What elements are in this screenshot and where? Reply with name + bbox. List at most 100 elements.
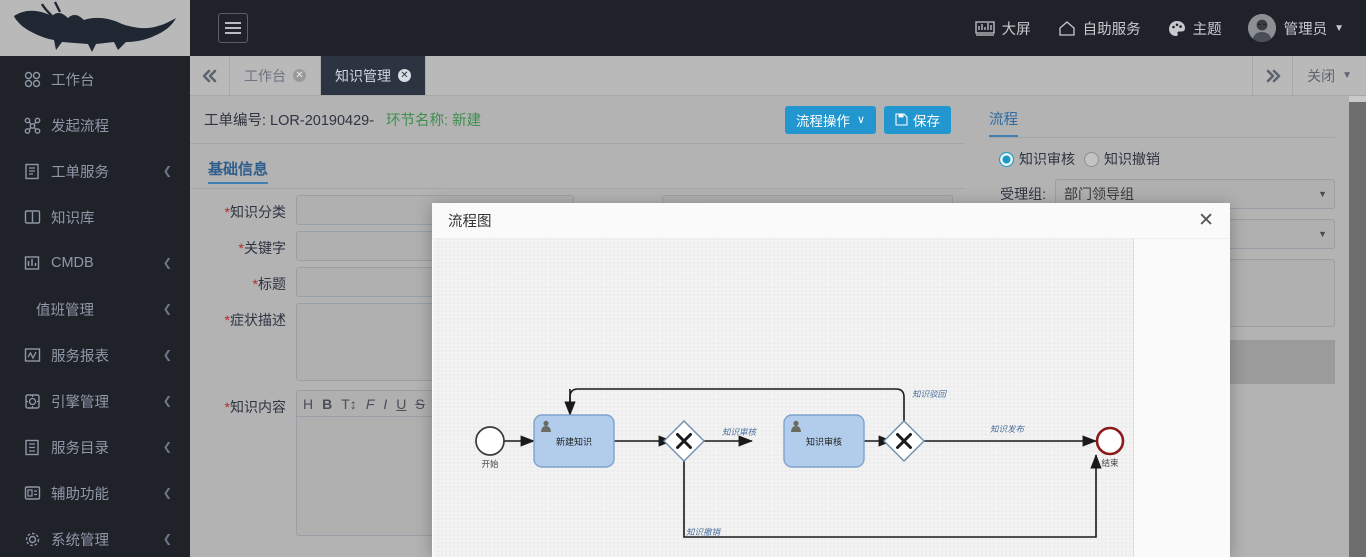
sidebar-item-7[interactable]: 服务报表❮ (0, 332, 190, 378)
tab-label: 工作台 (244, 67, 286, 84)
chevron-down-icon: ▼ (1342, 70, 1352, 81)
chevron-left-icon: ❮ (162, 165, 172, 178)
label-category: *知识分类 (224, 204, 286, 220)
editor-tool-3[interactable]: T↕ (341, 395, 357, 412)
tab-list: 工作台 ✕ 知识管理 ✕ (230, 56, 426, 95)
label-content: *知识内容 (224, 399, 286, 415)
sidebar-item-10[interactable]: 辅助功能❮ (0, 470, 190, 516)
grid-icon (22, 69, 42, 89)
editor-tool-6[interactable]: U (396, 395, 407, 412)
flow-node-start[interactable] (475, 426, 505, 456)
process-radio-group: 知识审核 知识撤销 (989, 138, 1335, 169)
book-icon (22, 207, 42, 227)
user-name: 管理员 (1283, 21, 1328, 38)
bar-chart-icon (974, 19, 996, 37)
editor-tool-1[interactable]: H (303, 395, 314, 412)
sidebar-item-9[interactable]: 服务目录❮ (0, 424, 190, 470)
label-symptom: *症状描述 (224, 312, 286, 328)
tabs-close-label: 关闭 (1307, 67, 1336, 84)
sidebar-item-3[interactable]: 工单服务 ❮ (0, 148, 190, 194)
sidebar-item-5[interactable]: CMDB❮ (0, 240, 190, 286)
app-logo[interactable] (0, 0, 190, 56)
close-icon[interactable]: ✕ (293, 69, 306, 82)
header-action-label: 自助服务 (1082, 21, 1141, 38)
flowchart-svg: 开始 新建知识 知识审核 知识撤销 (475, 388, 1125, 538)
flow-node-end-label: 结束 (1101, 458, 1119, 468)
form-header-buttons: 流程操作 ∨ 保存 (777, 105, 951, 134)
stage-name: 环节名称: 新建 (386, 113, 482, 129)
flow-edge-label-review: 知识审核 (722, 427, 758, 437)
user-menu[interactable]: 管理员 ▼ (1247, 14, 1344, 42)
tools-icon (22, 483, 42, 503)
tabs-scroll-left-icon[interactable] (190, 56, 230, 95)
flowchart-canvas[interactable]: 开始 新建知识 知识审核 知识撤销 (434, 239, 1134, 557)
header-action-selfservice[interactable]: 自助服务 (1057, 18, 1141, 39)
sidebar-item-label: 发起流程 (51, 118, 109, 135)
ticket-number: 工单编号: LOR-20190429- (204, 113, 375, 129)
sidebar-item-label: 工单服务 (51, 164, 109, 181)
tab-1[interactable]: 工作台 ✕ (230, 56, 321, 95)
tab-label: 知识管理 (335, 67, 391, 84)
header-action-label: 大屏 (1001, 21, 1031, 38)
dialog-body: 开始 新建知识 知识审核 知识撤销 (432, 239, 1230, 557)
flow-node-gateway-1[interactable] (663, 420, 705, 462)
process-action-button[interactable]: 流程操作 ∨ (784, 105, 876, 134)
close-icon[interactable]: ✕ (1198, 209, 1214, 231)
flow-node-create-label: 新建知识 (556, 436, 592, 447)
dialog-title: 流程图 (448, 214, 492, 230)
header-actions: 大屏 自助服务 主题 (948, 14, 1366, 42)
sidebar-item-4[interactable]: 知识库 (0, 194, 190, 240)
share-icon (22, 115, 42, 135)
top-header: 大屏 自助服务 主题 (190, 0, 1366, 56)
close-icon[interactable]: ✕ (398, 69, 411, 82)
radio-knowledge-revoke[interactable]: 知识撤销 (1084, 149, 1160, 169)
save-button[interactable]: 保存 (884, 105, 951, 134)
save-label: 保存 (913, 113, 940, 129)
hamburger-icon[interactable] (218, 13, 248, 43)
sidebar-item-2[interactable]: 发起流程 (0, 102, 190, 148)
editor-tool-4[interactable]: F (365, 395, 375, 412)
document-icon (22, 161, 42, 181)
label-handler-group: 受理组: (1000, 186, 1046, 202)
flow-node-review[interactable]: 知识审核 (783, 414, 865, 468)
chevron-left-icon: ❮ (162, 349, 172, 362)
radio-knowledge-review[interactable]: 知识审核 (999, 149, 1075, 169)
scrollbar-thumb[interactable] (1349, 96, 1366, 102)
tabs-close-menu[interactable]: 关闭 ▼ (1292, 56, 1366, 95)
chart-icon (22, 345, 42, 365)
chevron-down-icon: ▼ (1334, 22, 1344, 34)
radio-label: 知识撤销 (1104, 151, 1160, 167)
flow-node-gateway-2[interactable] (883, 420, 925, 462)
sidebar-item-11[interactable]: 系统管理❮ (0, 516, 190, 557)
sidebar-item-6[interactable]: 值班管理❮ (0, 286, 190, 332)
chevron-down-icon: ∨ (856, 114, 865, 126)
section-divider (190, 188, 965, 189)
header-action-bigscreen[interactable]: 大屏 (974, 18, 1031, 39)
editor-tool-5[interactable]: I (383, 395, 388, 412)
process-action-label: 流程操作 (795, 113, 850, 129)
tab-process[interactable]: 流程 (989, 108, 1018, 137)
header-action-theme[interactable]: 主题 (1167, 18, 1222, 39)
sidebar-item-label: 引擎管理 (51, 394, 109, 411)
tabs-scroll-right-icon[interactable] (1252, 56, 1292, 95)
flow-edge-label-revoke: 知识撤销 (686, 527, 722, 537)
sidebar-item-label: 值班管理 (36, 302, 94, 319)
database-icon (22, 253, 42, 273)
vertical-scrollbar[interactable] (1349, 96, 1366, 557)
sidebar-item-8[interactable]: 引擎管理 ❮ (0, 378, 190, 424)
editor-tool-2[interactable]: B (322, 395, 333, 412)
editor-tool-7[interactable]: S (415, 395, 425, 412)
form-header: 工单编号: LOR-20190429- 环节名称: 新建 流程操作 ∨ 保存 (190, 96, 965, 144)
flow-node-create[interactable]: 新建知识 (533, 414, 615, 468)
list-icon (22, 437, 42, 457)
save-icon (895, 113, 908, 126)
home-icon (1057, 19, 1077, 37)
radio-dot (999, 151, 1014, 167)
sidebar-item-1[interactable]: 工作台 (0, 56, 190, 102)
tab-2[interactable]: 知识管理 ✕ (321, 56, 426, 95)
chevron-left-icon: ❮ (162, 395, 172, 408)
flow-node-end[interactable] (1095, 426, 1125, 456)
flow-node-start-label: 开始 (481, 459, 499, 469)
